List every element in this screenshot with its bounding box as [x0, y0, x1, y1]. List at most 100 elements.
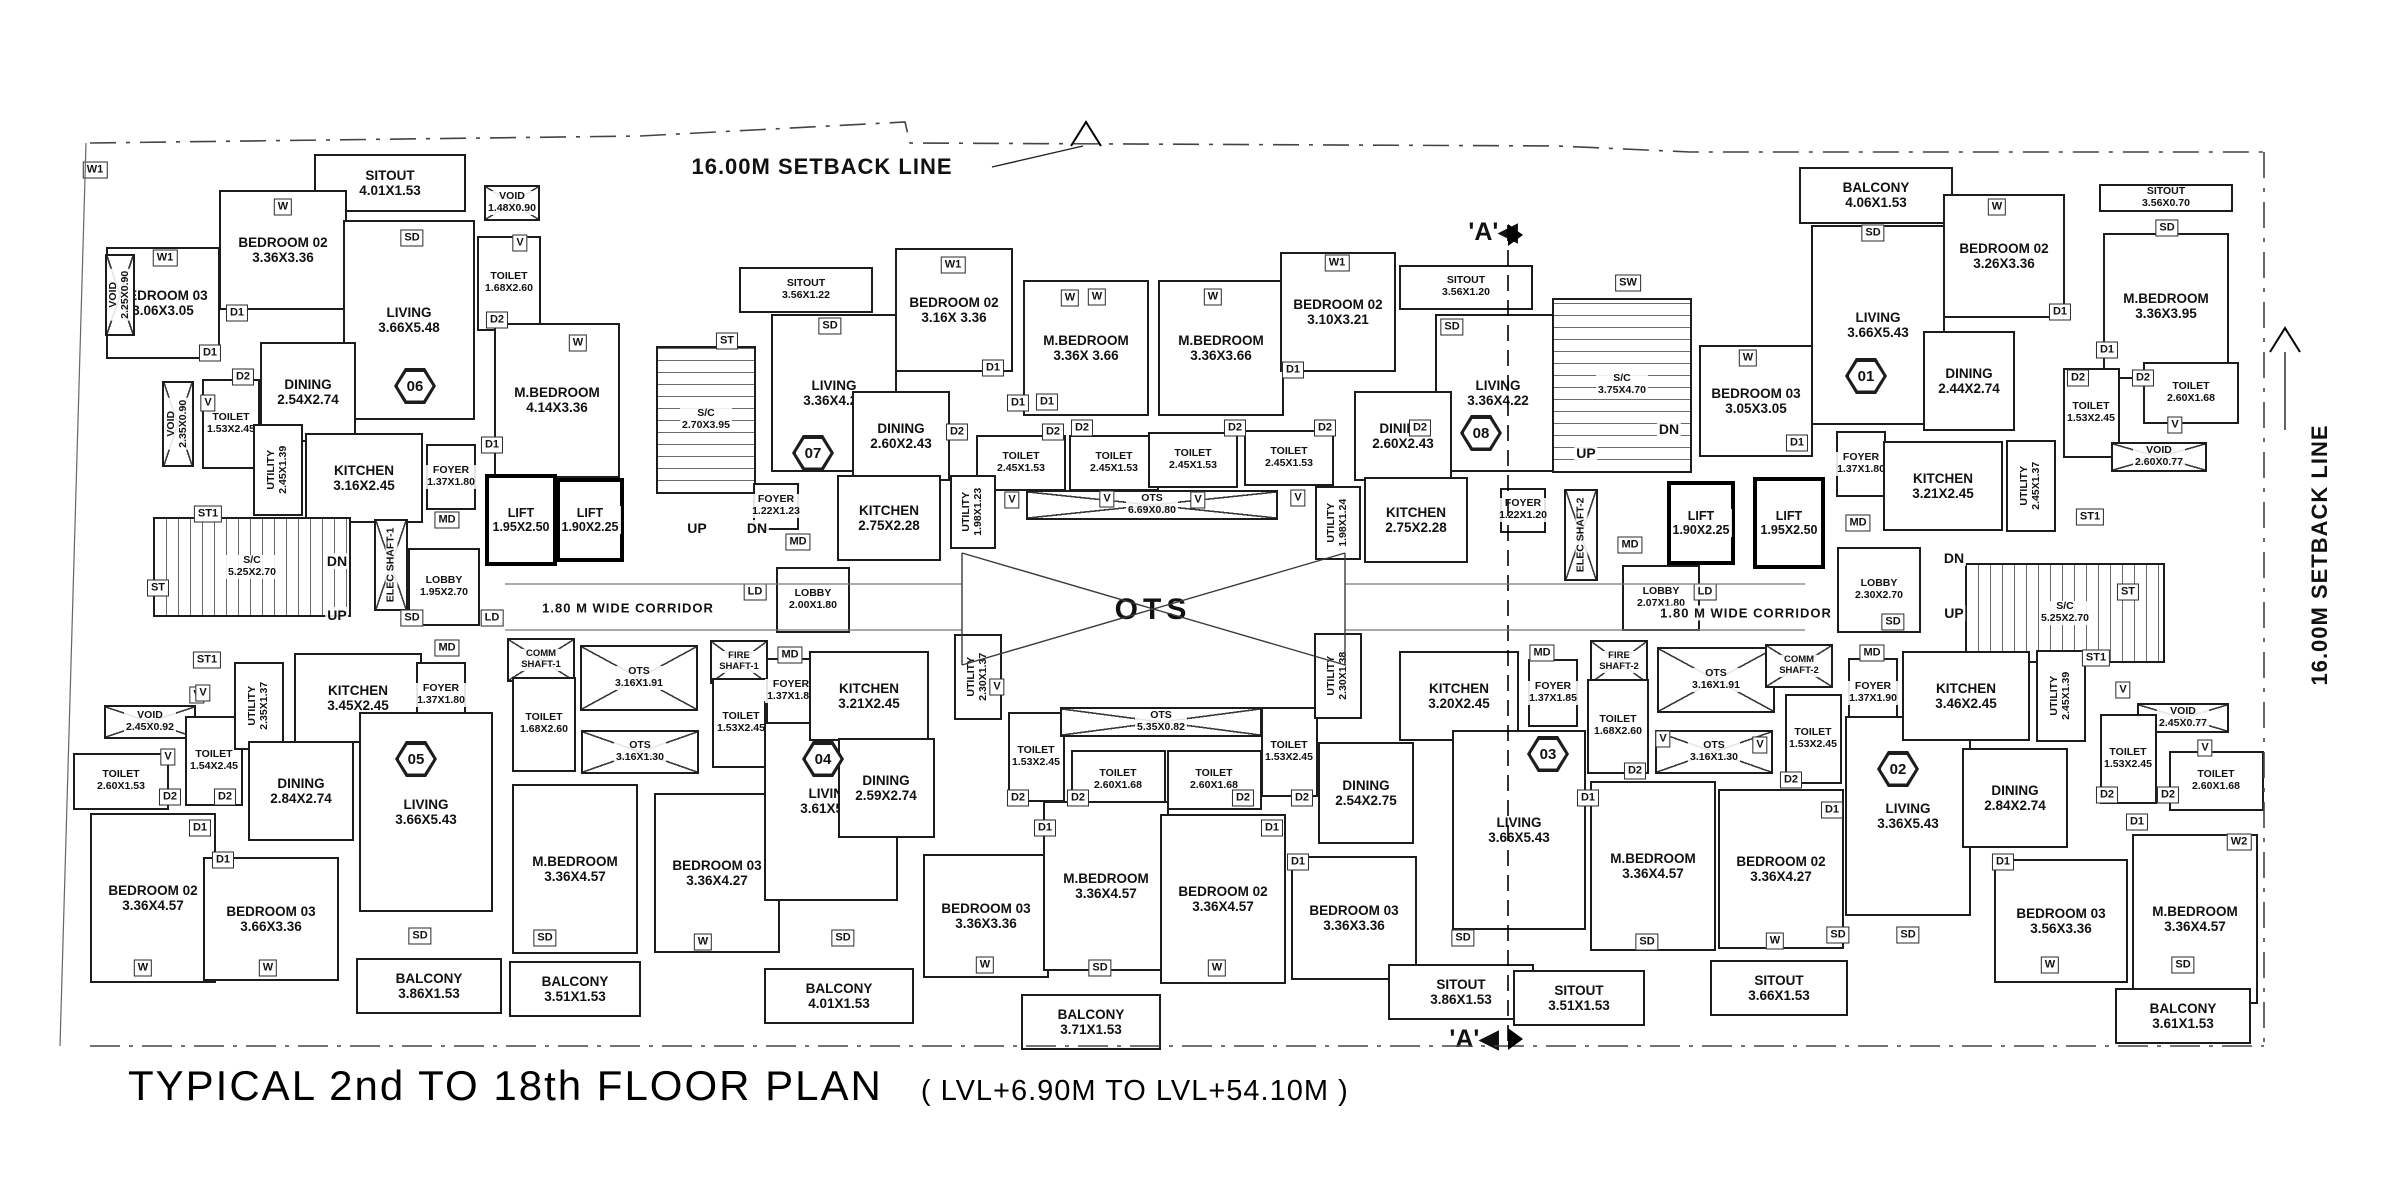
- annotation-dn: DN: [744, 520, 770, 536]
- room-dimensions: 1.90X2.25: [561, 520, 619, 534]
- opening-tag-ld: LD: [743, 583, 767, 601]
- opening-tag-sd: SD: [400, 229, 424, 247]
- opening-tag-v: V: [200, 394, 216, 412]
- room-dimensions: 3.36X3.95: [2135, 306, 2197, 321]
- setback-line-top: [89, 121, 2264, 153]
- opening-tag-d2: D2: [158, 788, 182, 806]
- room-dimensions: 3.10X3.21: [1307, 312, 1369, 327]
- annotation-a: 'A'◀: [1466, 217, 1520, 247]
- drawing-title-level-range: ( LVL+6.90M TO LVL+54.10M ): [920, 1075, 1349, 1107]
- room-dimensions: 1.37X1.80: [1837, 463, 1885, 475]
- opening-tag-sd: SD: [1440, 318, 1464, 336]
- opening-tag-d2: D2: [1070, 419, 1094, 437]
- annotation-1-80-m-wide-corridor: 1.80 M WIDE CORRIDOR: [1658, 605, 1834, 621]
- room-dimensions: 2.84X2.74: [1984, 798, 2046, 813]
- opening-tag-d1: D1: [480, 436, 504, 454]
- opening-tag-w: W: [1207, 959, 1227, 977]
- opening-tag-st: ST: [2116, 583, 2140, 601]
- opening-tag-v: V: [1290, 489, 1306, 507]
- room-dimensions: 3.66X5.43: [1488, 830, 1550, 845]
- opening-tag-v: V: [1752, 736, 1768, 754]
- room-dimensions: 3.86X1.53: [1430, 992, 1492, 1007]
- room-dimensions: 2.30X1.37: [977, 653, 990, 701]
- room-dimensions: 2.35X1.37: [258, 682, 271, 730]
- room-dimensions: 2.54X2.74: [277, 392, 339, 407]
- opening-tag-d1: D1: [1033, 819, 1057, 837]
- opening-tag-w1: W1: [152, 249, 178, 267]
- room-dimensions: SHAFT-2: [1779, 665, 1819, 676]
- room-dimensions: 3.61X1.53: [2152, 1016, 2214, 1031]
- unit-number: 05: [407, 750, 425, 768]
- opening-tag-st: ST: [715, 332, 739, 350]
- room-dimensions: 1.37X1.85: [1529, 692, 1577, 704]
- room-dimensions: 2.45X1.39: [277, 446, 290, 494]
- opening-tag-md: MD: [1845, 514, 1871, 532]
- opening-tag-d2: D2: [485, 311, 509, 329]
- annotation-ots: OTS: [1114, 593, 1192, 626]
- room-dimensions: 2.45X0.92: [126, 721, 174, 733]
- opening-tag-ld: LD: [1693, 583, 1717, 601]
- unit-number: 07: [804, 444, 822, 462]
- room-dimensions: 2.45X1.37: [2030, 462, 2043, 510]
- room-dimensions: SHAFT-2: [1599, 661, 1639, 672]
- opening-tag-md: MD: [1859, 644, 1885, 662]
- room-dimensions: 2.45X1.53: [1090, 462, 1138, 474]
- opening-tag-d1: D1: [1576, 789, 1600, 807]
- room-dimensions: 5.25X2.70: [2041, 612, 2089, 624]
- room-dimensions: 1.53X2.45: [1012, 756, 1060, 768]
- opening-tag-w1: W1: [940, 256, 966, 274]
- opening-tag-md: MD: [434, 511, 460, 529]
- opening-tag-w: W: [975, 956, 995, 974]
- setback-leader: [991, 145, 1084, 168]
